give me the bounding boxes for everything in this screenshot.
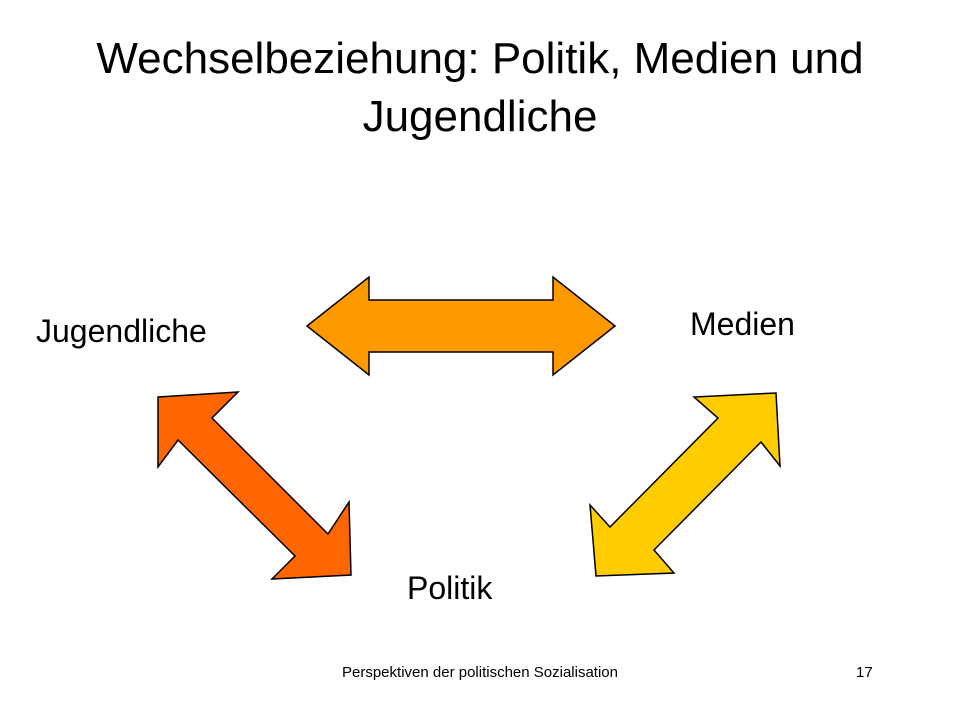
arrow-medien-politik [589, 392, 781, 577]
slide-footer: Perspektiven der politischen Sozialisati… [342, 664, 618, 681]
node-label-medien: Medien [690, 306, 795, 342]
slide-number: 17 [856, 664, 873, 681]
node-label-jugendliche: Jugendliche [36, 313, 207, 349]
arrow-jugendliche-politik [157, 391, 352, 580]
arrow-jugendliche-medien [305, 275, 617, 377]
slide-title: Wechselbeziehung: Politik, Medien und Ju… [96, 34, 864, 141]
node-label-politik: Politik [407, 570, 493, 606]
